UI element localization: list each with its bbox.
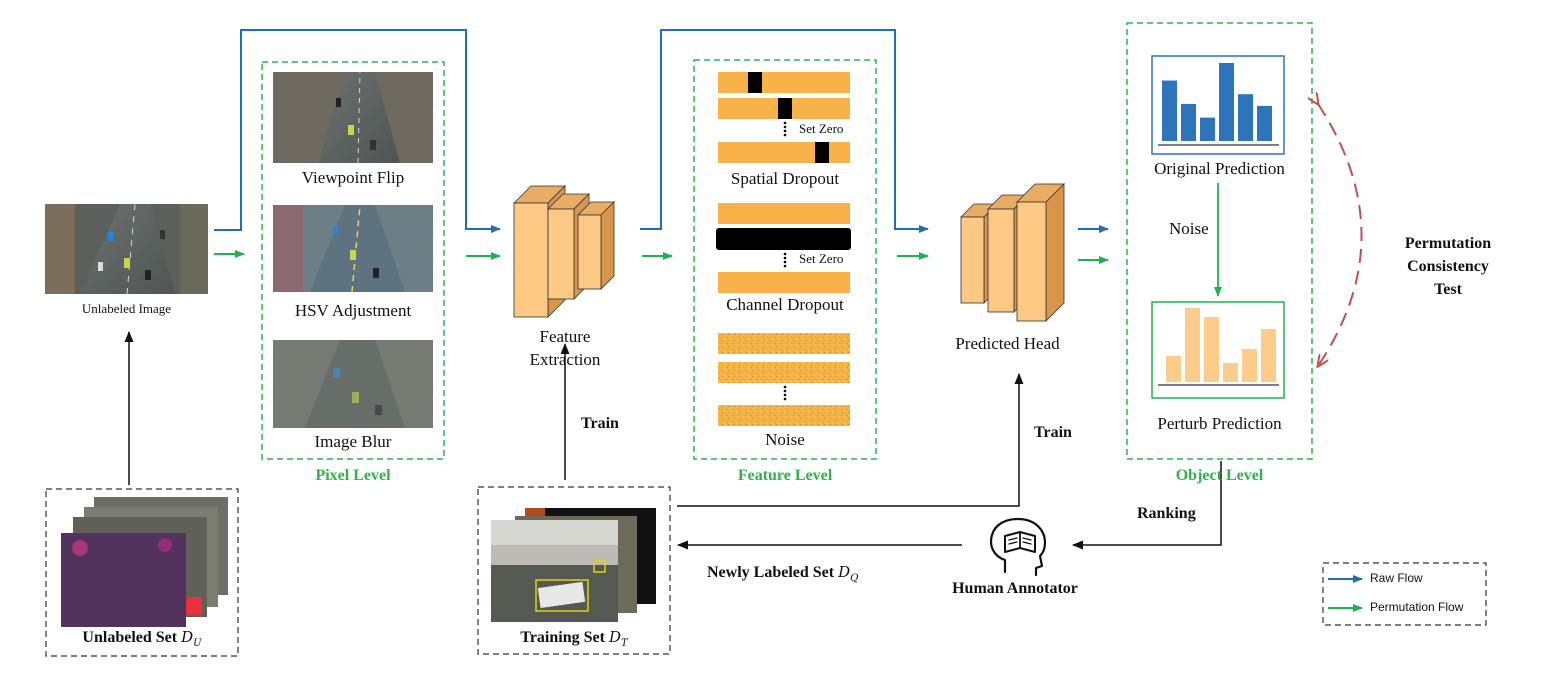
training-set-text: Training Set <box>520 629 605 646</box>
feature-level-box <box>693 59 877 460</box>
original-bar-2 <box>1181 103 1196 141</box>
perturb-bar-3 <box>1204 317 1219 382</box>
set-zero-label-channel: Set Zero <box>799 251 844 266</box>
object-level-label: Object Level <box>1175 467 1264 484</box>
newly-labeled-set-subscript: Q <box>850 573 859 584</box>
train-label-right: Train <box>1034 424 1072 441</box>
channel-dropout-label: Channel Dropout <box>726 295 844 314</box>
pct-line-3: Test <box>1434 281 1462 298</box>
feature-level-label: Feature Level <box>737 467 833 484</box>
predicted-head-label: Predicted Head <box>955 334 1060 353</box>
raw-flow-arrows <box>214 29 1109 233</box>
unlabeled-set-subscript: U <box>193 638 202 649</box>
original-bar-5 <box>1238 94 1253 141</box>
training-set-subscript: T <box>620 638 628 649</box>
pct-line-2: Consistency <box>1407 258 1489 275</box>
unlabeled-set-symbol: D <box>181 628 194 646</box>
pixel-level-label: Pixel Level <box>315 467 391 484</box>
training-set-box <box>477 486 671 655</box>
perturb-prediction-label: Perturb Prediction <box>1157 414 1282 433</box>
original-bar-4 <box>1219 63 1234 141</box>
unlabeled-set-text: Unlabeled Set <box>82 629 178 646</box>
noise-feature-label: Noise <box>765 430 805 449</box>
spatial-dropout-bars <box>718 72 850 163</box>
permutation-flow-arrows <box>214 250 1109 264</box>
pixel-level-box <box>261 61 445 460</box>
original-prediction-label: Original Prediction <box>1154 159 1285 178</box>
perturb-bar-5 <box>1242 349 1257 382</box>
unlabeled-set-image-stack <box>61 497 228 627</box>
train-label-left: Train <box>581 415 619 432</box>
perturb-prediction-bars <box>1166 308 1276 382</box>
original-bar-1 <box>1162 80 1177 141</box>
viewpoint-flip-thumbnail <box>273 71 433 164</box>
noise-object-label: Noise <box>1169 219 1209 238</box>
perturb-bar-4 <box>1223 363 1238 382</box>
channel-dropout-bars <box>716 203 851 293</box>
feature-extraction-blocks <box>513 185 615 318</box>
human-annotator-label: Human Annotator <box>952 580 1078 597</box>
perturb-bar-2 <box>1185 308 1200 382</box>
hsv-adjustment-label: HSV Adjustment <box>294 301 412 320</box>
perturb-bar-1 <box>1166 356 1181 382</box>
perturb-bar-6 <box>1261 329 1276 382</box>
human-annotator-icon <box>989 517 1047 577</box>
training-set-symbol: D <box>608 628 621 646</box>
feature-extraction-label-line2: Extraction <box>529 350 601 369</box>
unlabeled-set-label: Unlabeled Set DU <box>46 628 238 649</box>
original-bar-3 <box>1200 117 1215 141</box>
consistency-arc <box>1318 104 1363 366</box>
feature-extraction-label-line1: Feature <box>539 327 591 346</box>
permutation-consistency-test-label: Permutation Consistency Test <box>1388 232 1508 301</box>
set-zero-label-spatial: Set Zero <box>799 121 844 136</box>
unlabeled-image-label: Unlabeled Image <box>81 301 172 316</box>
image-blur-thumbnail <box>273 340 433 428</box>
unlabeled-image-thumbnail <box>45 203 208 295</box>
viewpoint-flip-label: Viewpoint Flip <box>301 168 405 187</box>
predicted-head-blocks <box>960 183 1065 322</box>
noise-bars <box>718 333 850 426</box>
newly-labeled-set-symbol: D <box>838 563 851 581</box>
ranking-arrow <box>1072 461 1222 550</box>
train-head-arrow <box>677 373 1024 507</box>
unlabeled-set-box <box>45 488 239 657</box>
training-set-image-stack <box>491 508 656 622</box>
legend-box <box>1322 562 1487 626</box>
hsv-adjustment-thumbnail <box>273 204 433 293</box>
image-blur-label: Image Blur <box>314 432 392 451</box>
spatial-dropout-label: Spatial Dropout <box>730 169 840 188</box>
newly-labeled-set-text: Newly Labeled Set <box>707 564 835 581</box>
pct-line-1: Permutation <box>1404 235 1492 252</box>
ranking-label: Ranking <box>1137 505 1196 522</box>
legend-raw-flow-label: Raw Flow <box>1370 571 1423 585</box>
newly-labeled-set-label: Newly Labeled Set DQ <box>707 563 858 584</box>
original-bar-6 <box>1257 105 1272 141</box>
original-prediction-bars <box>1162 63 1272 141</box>
legend-permutation-flow-label: Permutation Flow <box>1370 600 1464 614</box>
training-set-label: Training Set DT <box>478 628 670 649</box>
